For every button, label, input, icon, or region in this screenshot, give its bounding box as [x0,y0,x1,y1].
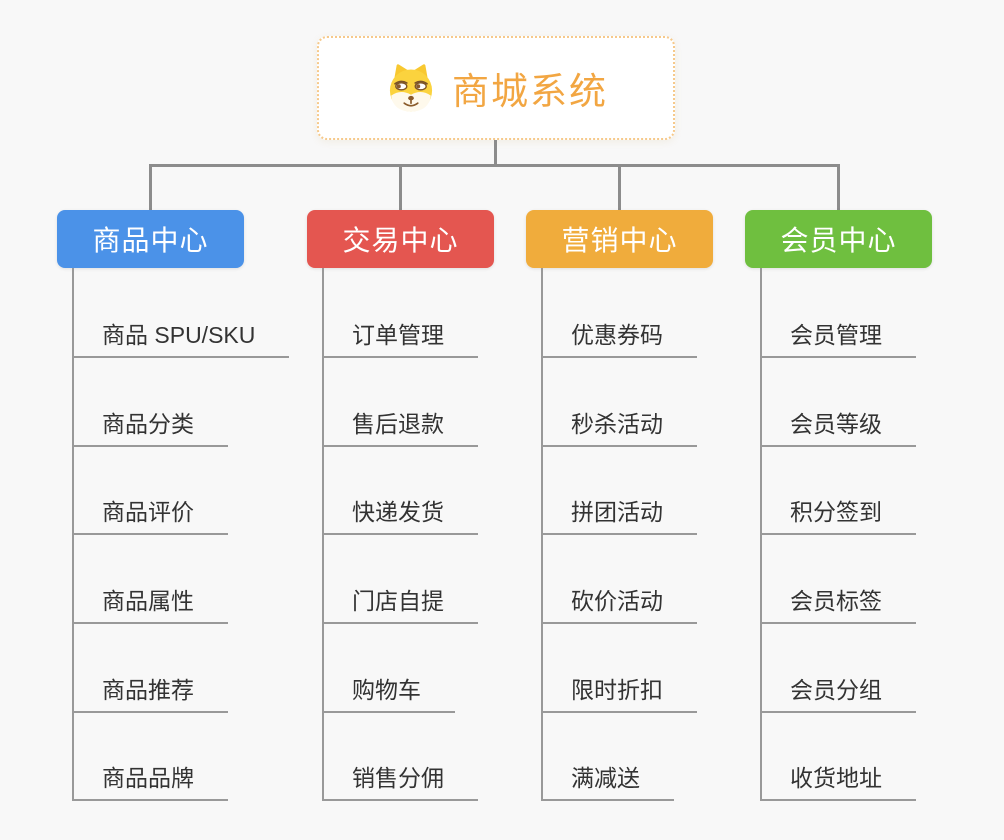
leaf-node[interactable]: 收货地址 [760,761,916,801]
leaf-node[interactable]: 砍价活动 [541,584,697,624]
doge-icon [389,64,433,112]
leaf-node[interactable]: 商品品牌 [72,761,228,801]
leaf-node[interactable]: 门店自提 [322,584,478,624]
connector-drop-branch-4 [837,164,840,210]
leaf-node[interactable]: 快递发货 [322,495,478,535]
connector-drop-branch-1 [149,164,152,210]
branch-member-center: 会员中心 会员管理 会员等级 积分签到 会员标签 会员分组 收货地址 [745,210,932,803]
leaf-node[interactable]: 商品属性 [72,584,228,624]
root-node-mall-system[interactable]: 商城系统 [317,36,675,140]
branch-header-member-center[interactable]: 会员中心 [745,210,932,268]
leaf-node[interactable]: 拼团活动 [541,495,697,535]
branch-product-center: 商品中心 商品 SPU/SKU 商品分类 商品评价 商品属性 商品推荐 商品品牌 [57,210,290,803]
leaf-node[interactable]: 积分签到 [760,495,916,535]
leaf-node[interactable]: 限时折扣 [541,673,697,713]
branch-children-trade-center: 订单管理 售后退款 快递发货 门店自提 购物车 销售分佣 [322,268,494,803]
leaf-node[interactable]: 优惠券码 [541,318,697,358]
leaf-node[interactable]: 购物车 [322,673,455,713]
leaf-node[interactable]: 商品 SPU/SKU [72,318,290,358]
leaf-node[interactable]: 订单管理 [322,318,478,358]
branch-children-marketing-center: 优惠券码 秒杀活动 拼团活动 砍价活动 限时折扣 满减送 [541,268,713,803]
branch-header-trade-center[interactable]: 交易中心 [307,210,494,268]
connector-drop-branch-3 [618,164,621,210]
connector-root-stem [494,140,497,165]
leaf-node[interactable]: 售后退款 [322,407,478,447]
leaf-node[interactable]: 会员标签 [760,584,916,624]
connector-drop-branch-2 [399,164,402,210]
leaf-node[interactable]: 商品推荐 [72,673,228,713]
branch-header-marketing-center[interactable]: 营销中心 [526,210,713,268]
branch-header-product-center[interactable]: 商品中心 [57,210,244,268]
leaf-node[interactable]: 销售分佣 [322,761,478,801]
branch-trade-center: 交易中心 订单管理 售后退款 快递发货 门店自提 购物车 销售分佣 [307,210,494,803]
leaf-node[interactable]: 秒杀活动 [541,407,697,447]
leaf-node[interactable]: 会员分组 [760,673,916,713]
root-title: 商城系统 [452,71,608,112]
leaf-node[interactable]: 会员等级 [760,407,916,447]
branch-marketing-center: 营销中心 优惠券码 秒杀活动 拼团活动 砍价活动 限时折扣 满减送 [526,210,713,803]
connector-horizontal-bar [149,164,840,167]
leaf-node[interactable]: 会员管理 [760,318,916,358]
leaf-node[interactable]: 商品评价 [72,495,228,535]
leaf-node[interactable]: 商品分类 [72,407,228,447]
branch-children-product-center: 商品 SPU/SKU 商品分类 商品评价 商品属性 商品推荐 商品品牌 [72,268,290,803]
branch-children-member-center: 会员管理 会员等级 积分签到 会员标签 会员分组 收货地址 [760,268,932,803]
leaf-node[interactable]: 满减送 [541,761,674,801]
